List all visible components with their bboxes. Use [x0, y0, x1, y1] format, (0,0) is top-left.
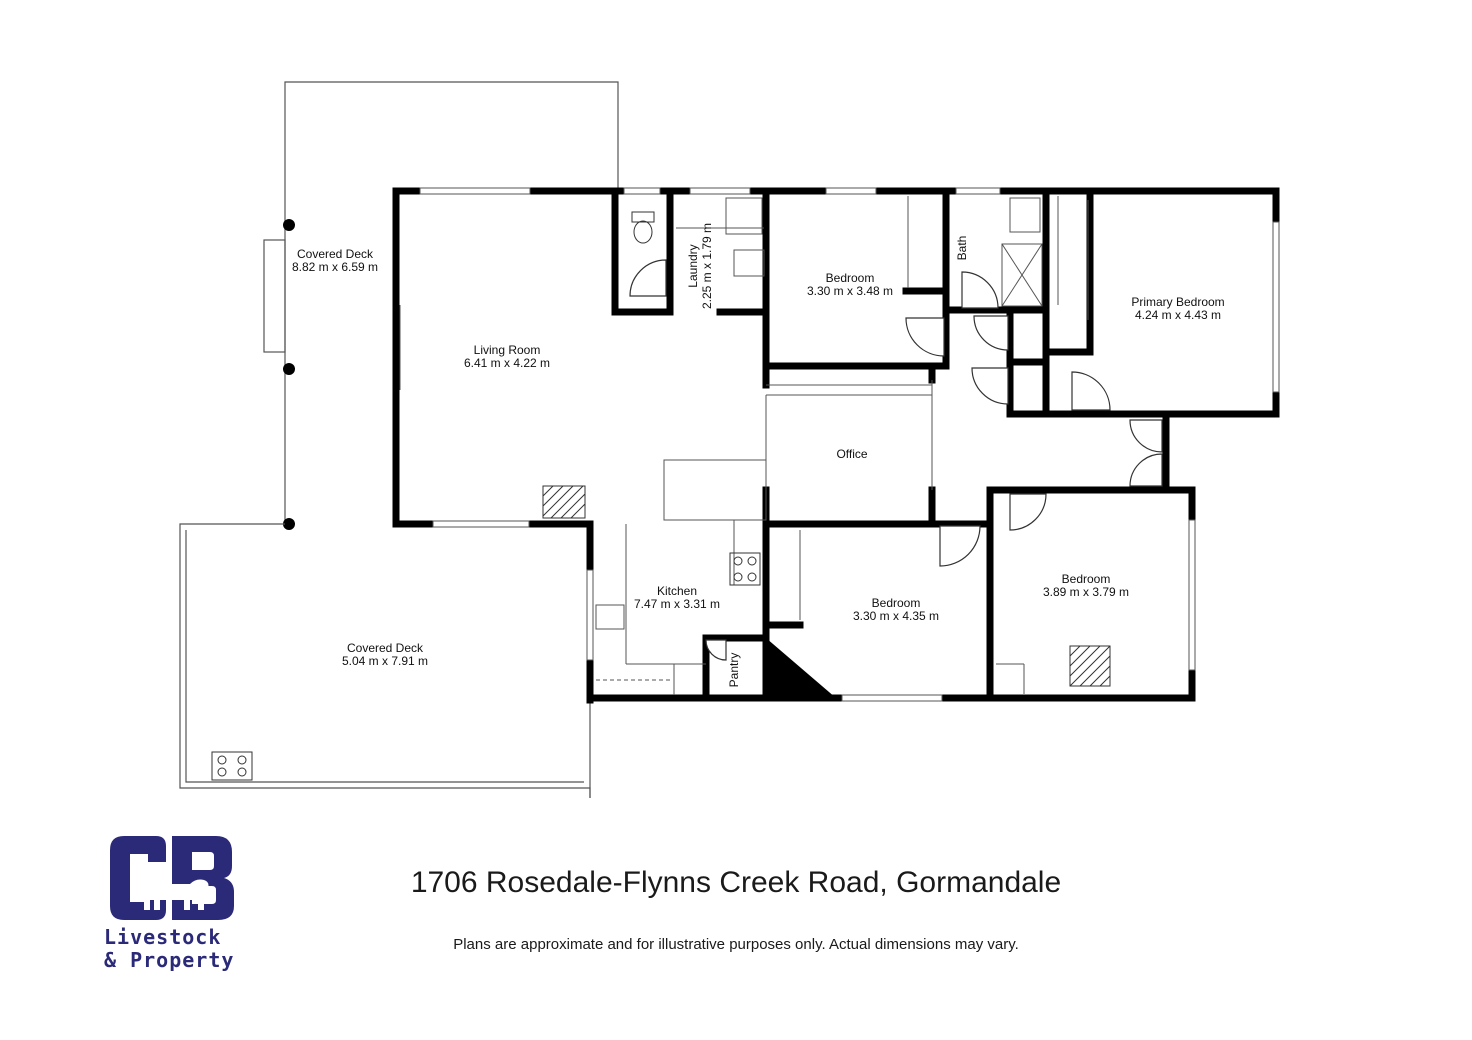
logo-mark	[110, 836, 234, 920]
deck-posts	[283, 219, 295, 530]
room-dims: 8.82 m x 6.59 m	[292, 260, 378, 274]
room-dims: 3.89 m x 3.79 m	[1043, 585, 1129, 599]
room-name: Bedroom	[826, 271, 875, 285]
room-name: Pantry	[727, 653, 741, 688]
room-name: Office	[836, 447, 867, 461]
doors	[629, 259, 1163, 661]
room-name: Primary Bedroom	[1131, 295, 1224, 309]
room-dims: 2.25 m x 1.79 m	[700, 223, 714, 309]
room-name: Living Room	[474, 343, 541, 357]
windows	[419, 187, 1280, 702]
stair-void	[766, 638, 836, 698]
room-dims: 7.47 m x 3.31 m	[634, 597, 720, 611]
room-dims: 5.04 m x 7.91 m	[342, 654, 428, 668]
covered-deck-top-outline	[263, 81, 619, 522]
room-dims: 6.41 m x 4.22 m	[464, 356, 550, 370]
property-address: 1706 Rosedale-Flynns Creek Road, Gormand…	[410, 866, 1062, 899]
room-name: Bath	[955, 236, 969, 261]
room-dims: 3.30 m x 4.35 m	[853, 609, 939, 623]
bbq-icon	[211, 751, 253, 781]
room-labels: Covered Deck 8.82 m x 6.59 m Living Room…	[292, 223, 1225, 687]
room-dims: 4.24 m x 4.43 m	[1135, 308, 1221, 322]
floor-plan: Covered Deck 8.82 m x 6.59 m Living Room…	[179, 81, 1280, 798]
logo-text-line1: Livestock	[104, 925, 222, 949]
room-name: Laundry	[686, 244, 700, 287]
room-name: Kitchen	[657, 584, 697, 598]
disclaimer-text: Plans are approximate and for illustrati…	[453, 936, 1019, 953]
room-name: Covered Deck	[297, 247, 374, 261]
room-name: Bedroom	[872, 596, 921, 610]
room-dims: 3.30 m x 3.48 m	[807, 284, 893, 298]
fireplace-hatch	[542, 485, 1111, 687]
toilet-icon	[631, 211, 655, 244]
room-name: Covered Deck	[347, 641, 424, 655]
company-logo: Livestock & Property	[104, 832, 239, 972]
covered-deck-bottom-outline	[179, 523, 591, 798]
interior-lines	[399, 196, 1089, 695]
cooktop-icon	[729, 552, 761, 586]
logo-text-line2: & Property	[104, 948, 235, 972]
room-name: Bedroom	[1062, 572, 1111, 586]
